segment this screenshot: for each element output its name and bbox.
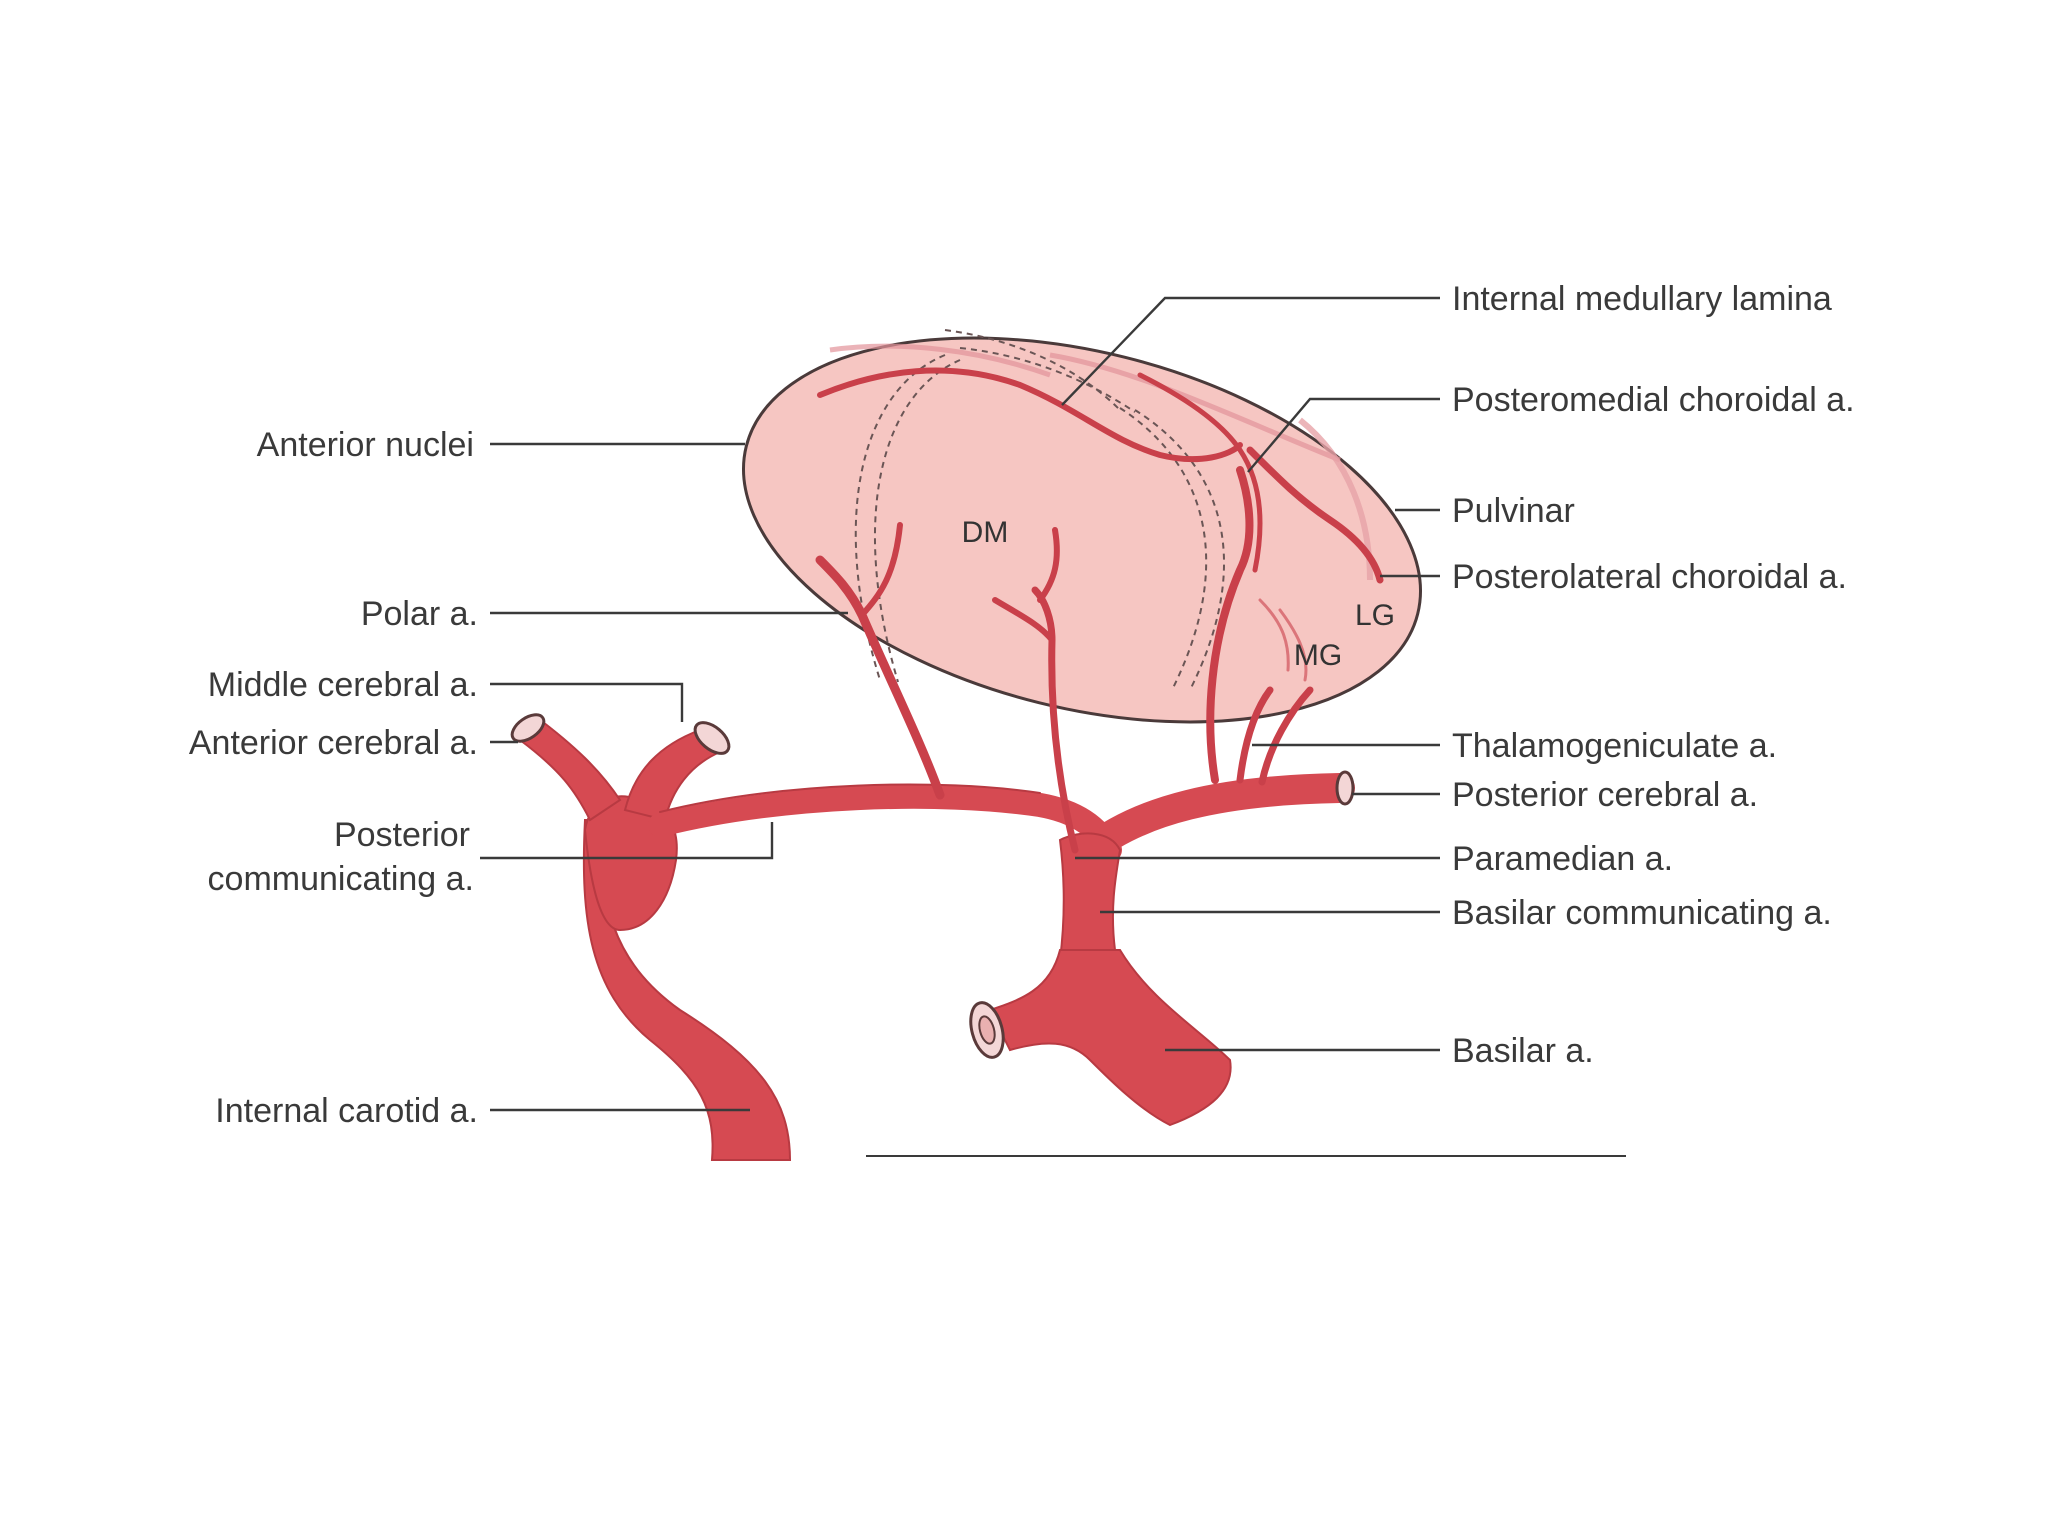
internal-carotid-artery: [582, 819, 792, 1161]
label-anterior-nuclei: Anterior nuclei: [257, 426, 474, 464]
anterior-cerebral-cut-end: [510, 713, 546, 743]
left-labels: Anterior nuclei Polar a. Middle cerebral…: [189, 426, 478, 1130]
label-basilar: Basilar a.: [1452, 1032, 1594, 1070]
posteromedial-choroidal-artery: [817, 367, 1243, 463]
right-labels: Internal medullary lamina Posteromedial …: [1452, 280, 1855, 1070]
label-polar: Polar a.: [361, 595, 478, 633]
lg-label: LG: [1355, 599, 1395, 632]
arterial-tree: [510, 713, 1355, 1161]
label-thalamogeniculate: Thalamogeniculate a.: [1452, 727, 1777, 765]
paramedian-artery: [1031, 586, 1079, 854]
leader-posterior-communicating: [480, 822, 774, 860]
thalamogeniculate-artery: [1206, 466, 1254, 784]
dm-label: DM: [962, 516, 1009, 549]
polar-artery: [815, 555, 945, 800]
label-posteromedial-choroidal: Posteromedial choroidal a.: [1452, 381, 1855, 419]
internal-medullary-lamina-band-right: [1134, 409, 1225, 691]
posterior-cerebral-artery: [1075, 773, 1355, 865]
leader-middle-cerebral: [490, 682, 684, 722]
label-internal-medullary-lamina: Internal medullary lamina: [1452, 280, 1832, 318]
thalamus-outline: [742, 336, 1422, 724]
penetrating-arteries: [815, 466, 1314, 854]
posterior-cerebral-cut-end: [1335, 770, 1355, 806]
label-middle-cerebral: Middle cerebral a.: [208, 666, 478, 704]
leader-internal-medullary-lamina: [1061, 296, 1440, 406]
label-posterior-communicating-line2: communicating a.: [208, 860, 474, 898]
label-paramedian: Paramedian a.: [1452, 840, 1673, 878]
label-pulvinar: Pulvinar: [1452, 492, 1575, 530]
label-posterior-cerebral: Posterior cerebral a.: [1452, 776, 1758, 814]
mg-label: MG: [1294, 639, 1342, 672]
basilar-artery: [988, 949, 1232, 1127]
leader-lines: [480, 296, 1626, 1157]
label-posterolateral-choroidal: Posterolateral choroidal a.: [1452, 558, 1847, 596]
posterior-communicating-artery: [648, 784, 1122, 862]
label-anterior-cerebral: Anterior cerebral a.: [189, 724, 478, 762]
leader-posteromedial-choroidal: [1247, 397, 1440, 473]
middle-cerebral-cut-end: [693, 721, 731, 755]
basilar-communicating-artery: [1058, 832, 1122, 962]
thalamus: [742, 329, 1422, 724]
posterolateral-choroidal-artery: [1246, 446, 1384, 584]
label-basilar-communicating: Basilar communicating a.: [1452, 894, 1832, 932]
label-internal-carotid: Internal carotid a.: [215, 1092, 478, 1130]
label-posterior-communicating-line1: Posterior: [334, 816, 470, 854]
